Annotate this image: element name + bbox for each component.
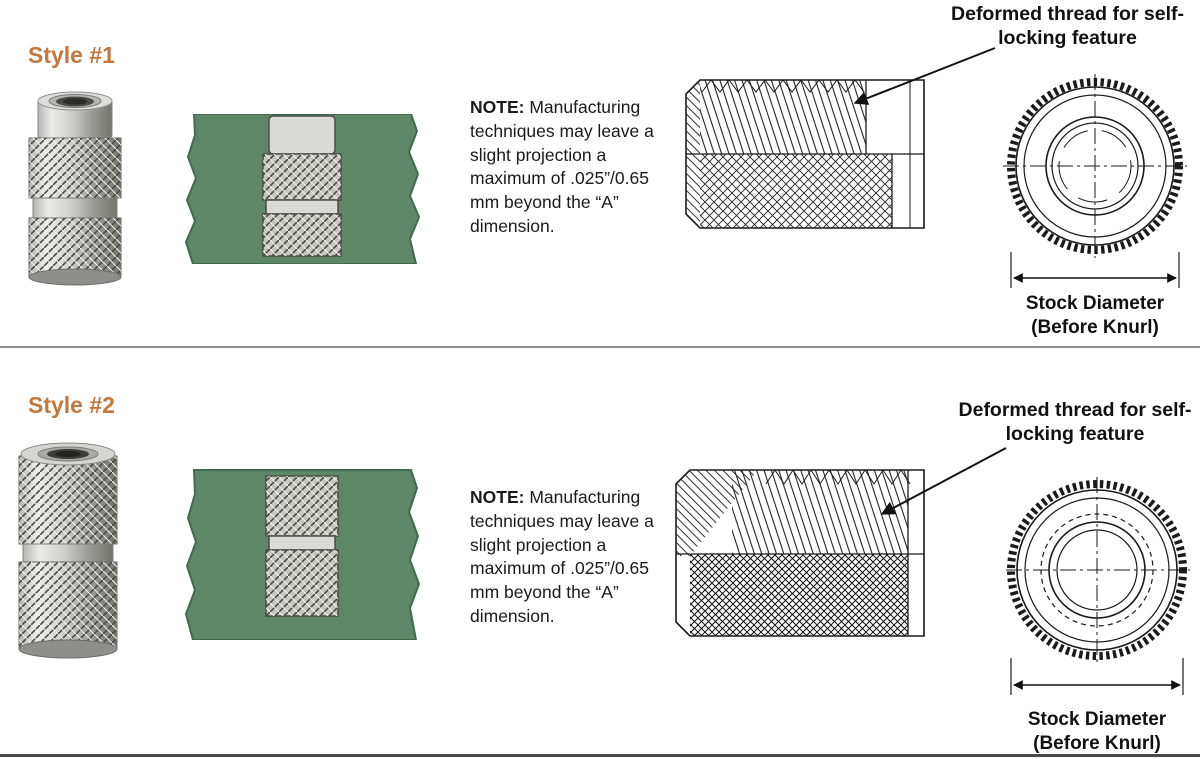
style1-note: NOTE: Manufacturing techniques may leave… [470,96,675,239]
style2-section-drawing [675,469,925,637]
style2-heading: Style #2 [28,392,115,418]
style2-stock-diameter-label: Stock Diameter (Before Knurl) [1002,708,1192,756]
bottom-rule [0,754,1200,757]
style1-stock-diameter-label: Stock Diameter (Before Knurl) [1000,292,1190,340]
style2-stock-diameter-line1: Stock Diameter [1027,709,1167,730]
style2-note-label: NOTE: [470,487,525,507]
style1-stock-diameter-line2: (Before Knurl) [1031,316,1159,338]
style1-insert-photo [28,91,122,286]
style2-top-view-drawing [1006,477,1190,695]
style2-stock-diameter-line2: (Before Knurl) [1033,732,1161,754]
style1-note-text: Manufacturing techniques may leave a sli… [470,97,654,236]
style2-note: NOTE: Manufacturing techniques may leave… [470,486,675,629]
style1-section-drawing [685,79,925,229]
style2-panel-cross-section [184,469,421,640]
style1-note-label: NOTE: [470,97,525,117]
style1-heading: Style #1 [28,42,115,68]
style2-callout: Deformed thread for self-locking feature [958,399,1192,446]
style1-top-view-drawing [1003,74,1187,288]
style1-callout-arrow [853,47,996,105]
style1-panel-cross-section [184,114,421,264]
style2-insert-photo [18,442,118,659]
style2-callout-arrow [880,447,1007,515]
section-divider [0,346,1200,348]
style1-callout: Deformed thread for self-locking feature [951,3,1184,50]
style1-stock-diameter-line1: Stock Diameter [1025,293,1165,314]
style2-note-text: Manufacturing techniques may leave a sli… [470,487,654,626]
